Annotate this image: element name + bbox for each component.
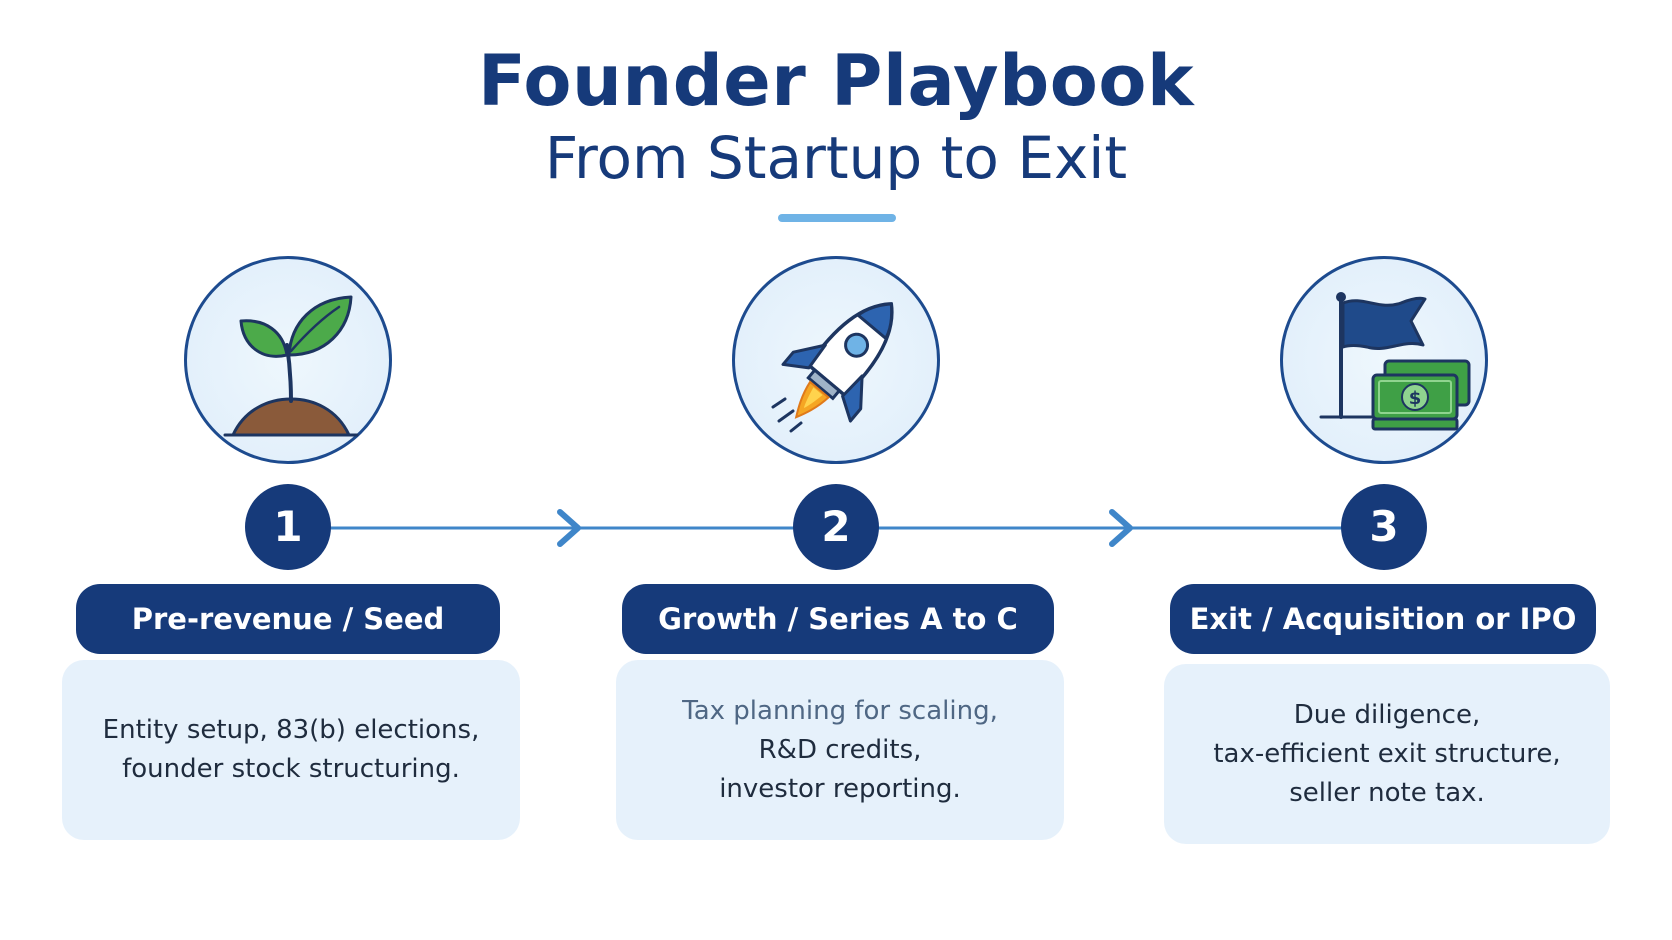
seedling-icon (223, 295, 359, 437)
step-number-1: 1 (245, 484, 331, 570)
description-line: investor reporting. (719, 773, 961, 804)
title-underline (778, 214, 896, 222)
stage-2-description: Tax planning for scaling, R&D credits, i… (616, 660, 1064, 840)
arrow-right-icon (1109, 509, 1133, 547)
page-title: Founder Playbook (477, 40, 1195, 122)
description-line: Due diligence, (1293, 699, 1481, 730)
rocket-icon (771, 302, 894, 433)
description-line: Entity setup, 83(b) elections, (102, 715, 480, 745)
stage-2-title: Growth / Series A to C (622, 584, 1054, 654)
description-line: R&D credits, (758, 734, 922, 765)
page-subtitle: From Startup to Exit (544, 124, 1128, 192)
description-line: founder stock structuring. (122, 754, 460, 784)
description-line: tax-efficient exit structure, (1213, 738, 1561, 769)
flag-money-icon: $ (1319, 292, 1471, 431)
description-line: seller note tax. (1289, 777, 1485, 808)
stage-1-icon-circle (184, 256, 392, 464)
stage-2-icon-circle (732, 256, 940, 464)
step-number-2: 2 (793, 484, 879, 570)
stage-3-icon-circle: $ (1280, 256, 1488, 464)
arrow-right-icon (557, 509, 581, 547)
step-number-3: 3 (1341, 484, 1427, 570)
description-line: Tax planning for scaling, (682, 695, 998, 726)
stage-3-description: Due diligence, tax-efficient exit struct… (1164, 664, 1610, 844)
stage-1-description: Entity setup, 83(b) elections, founder s… (62, 660, 520, 840)
stage-1-title: Pre-revenue / Seed (76, 584, 500, 654)
stage-3-title: Exit / Acquisition or IPO (1170, 584, 1596, 654)
svg-text:$: $ (1409, 388, 1422, 409)
